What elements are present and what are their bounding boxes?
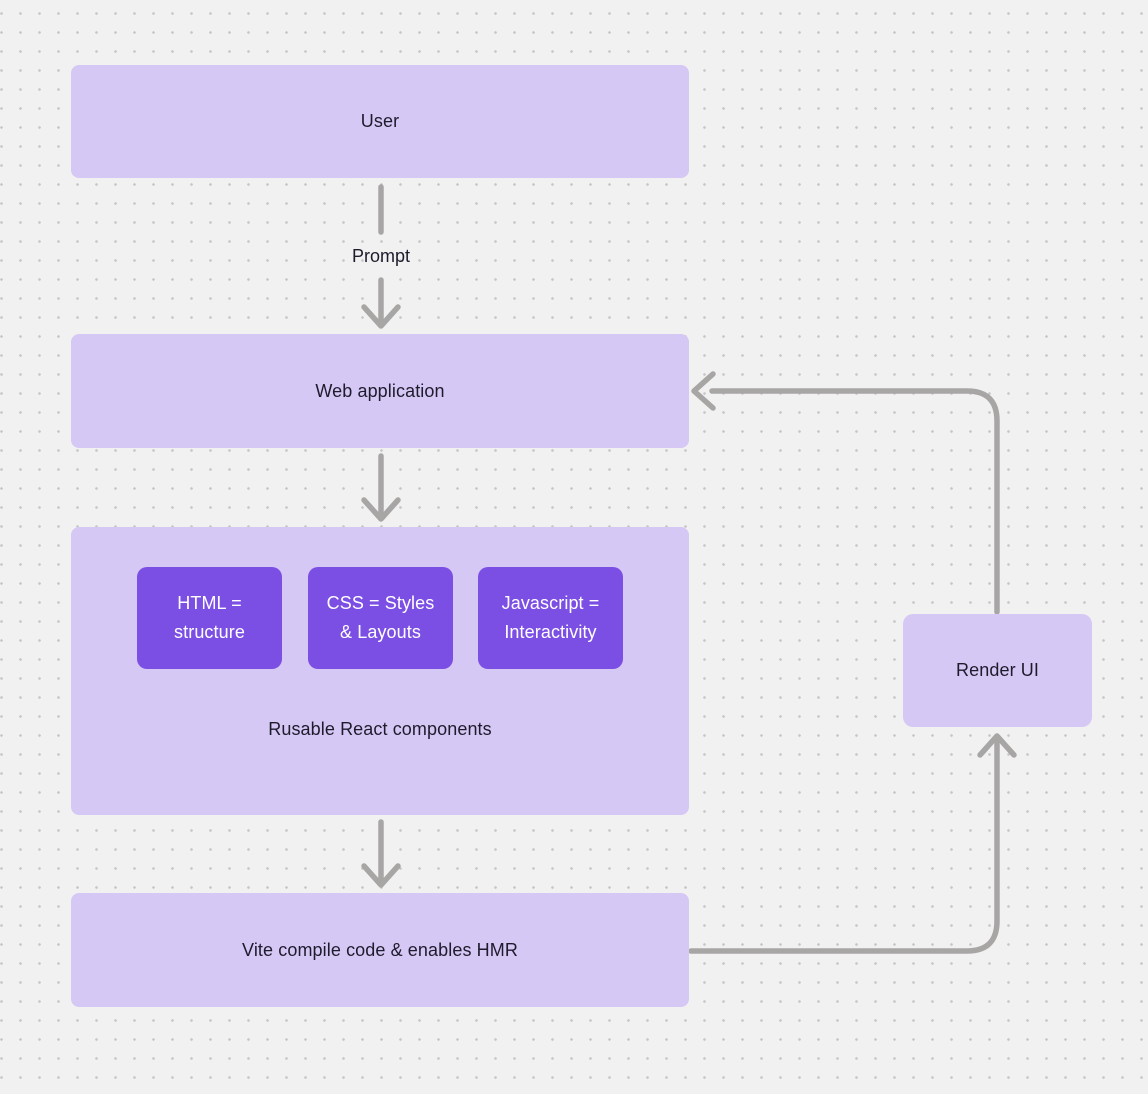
node-web-application-label: Web application: [315, 380, 445, 401]
arrow-up-icon: [977, 733, 1017, 758]
node-css-label-line2: & Layouts: [340, 622, 421, 642]
arrow-down-icon: [361, 497, 401, 522]
node-html-label-line1: HTML =: [177, 593, 242, 613]
node-vite[interactable]: Vite compile code & enables HMR: [71, 893, 689, 1007]
node-user[interactable]: User: [71, 65, 689, 178]
node-web-application[interactable]: Web application: [71, 334, 689, 448]
node-html-label-line2: structure: [174, 622, 245, 642]
node-html[interactable]: HTML = structure: [137, 567, 282, 669]
edge-renderui-to-webapp: [709, 388, 1000, 615]
edge-label-prompt: Prompt: [351, 246, 411, 266]
node-components-group[interactable]: HTML = structure CSS = Styles & Layouts …: [71, 527, 689, 815]
node-vite-label: Vite compile code & enables HMR: [242, 939, 518, 960]
edge-vite-to-renderui: [688, 739, 1000, 954]
node-render-ui-label: Render UI: [956, 660, 1039, 680]
node-css[interactable]: CSS = Styles & Layouts: [308, 567, 453, 669]
node-javascript[interactable]: Javascript = Interactivity: [478, 567, 623, 669]
components-group-caption: Rusable React components: [268, 719, 492, 739]
arrow-down-icon: [361, 304, 401, 329]
node-user-label: User: [360, 111, 400, 131]
arrow-down-icon: [361, 863, 401, 888]
arrow-left-icon: [691, 371, 716, 411]
node-css-label-line1: CSS = Styles: [326, 593, 435, 613]
node-render-ui[interactable]: Render UI: [903, 614, 1092, 727]
node-javascript-label-line1: Javascript =: [501, 593, 600, 613]
node-javascript-label-line2: Interactivity: [504, 622, 597, 642]
